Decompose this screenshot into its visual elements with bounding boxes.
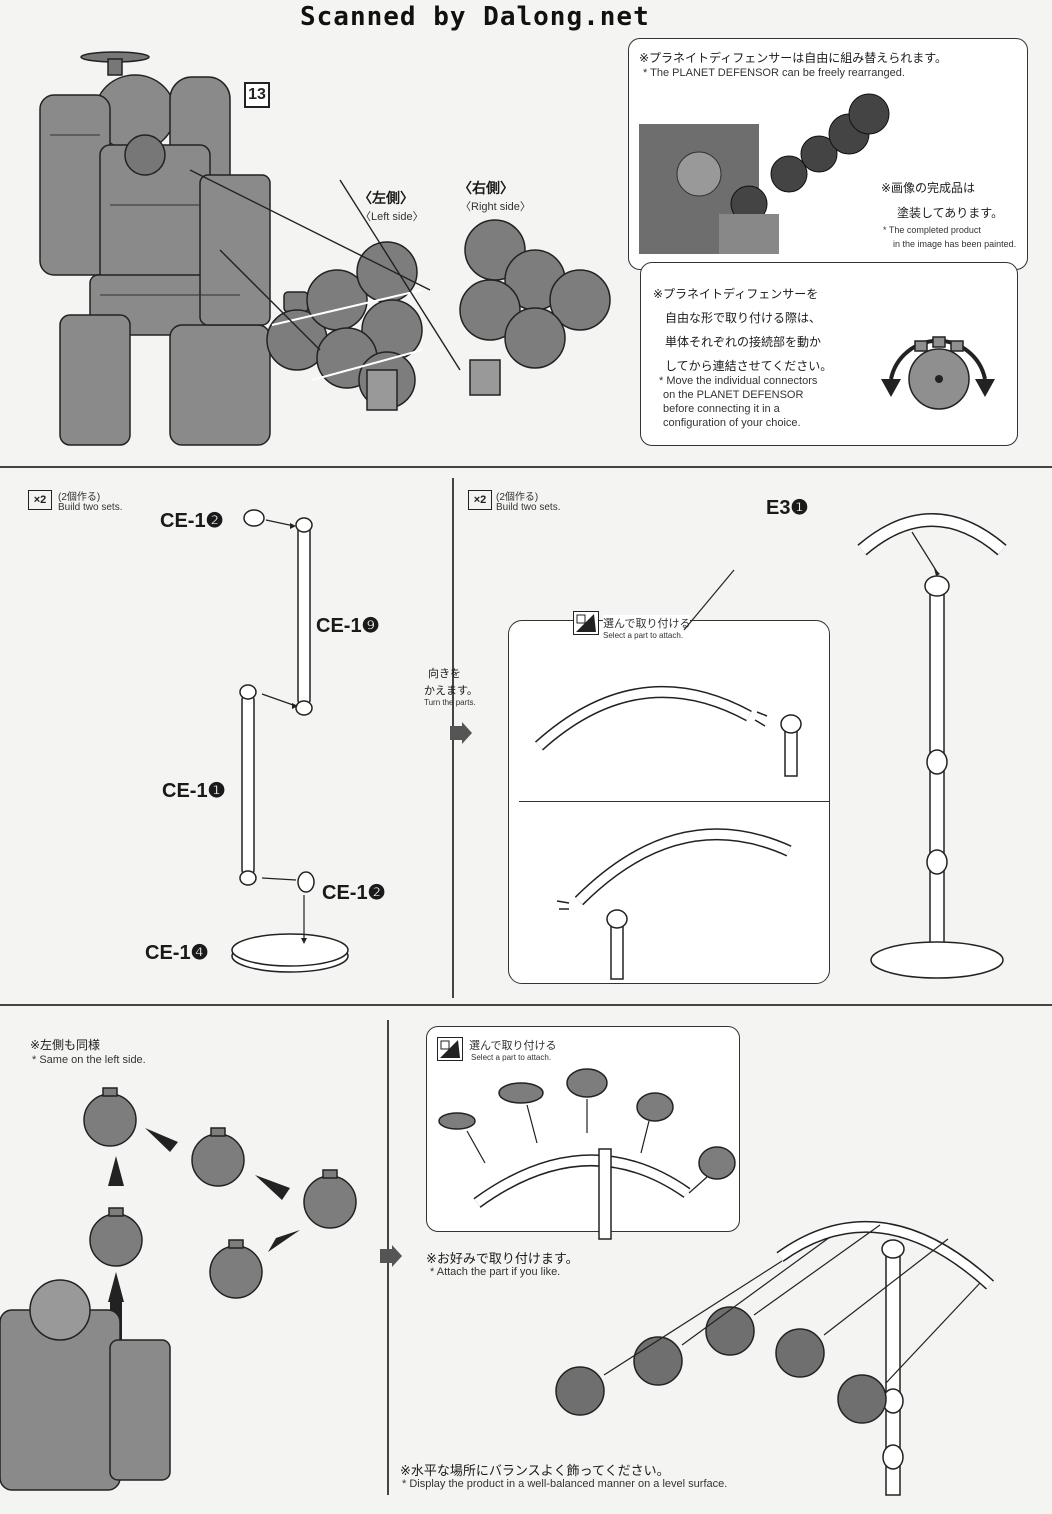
build-two-badge: ×2	[28, 490, 52, 510]
robot-illustration	[39, 51, 271, 446]
defensor-discs-right	[459, 219, 611, 396]
select-part-en: Select a part to attach.	[603, 631, 684, 640]
stand-parts-diagram	[231, 509, 349, 973]
painted-note-jp1: ※画像の完成品は	[881, 181, 976, 195]
select-disc-jp: 選んで取り付ける	[469, 1040, 557, 1052]
right-side-label-jp: 〈右側〉	[458, 181, 514, 197]
build-two-jp-2: (2個作る)	[496, 492, 539, 503]
part-e3-1: E3❶	[766, 497, 809, 519]
section-left-side: ※左側も同様 * Same on the left side.	[0, 1010, 387, 1500]
part-ce1-9: CE-1❾	[316, 615, 380, 637]
turn-arrow-icon	[450, 722, 472, 744]
same-left-en: * Same on the left side.	[32, 1054, 146, 1066]
part-ce1-4: CE-1❹	[145, 942, 209, 964]
connector-note-box: ※プラネイトディフェンサーを 自由な形で取り付ける際は、 単体それぞれの接続部を…	[640, 262, 1018, 446]
part-ce1-2-bottom: CE-1❷	[322, 882, 386, 904]
connector-note-jp3: 単体それぞれの接続部を動か	[665, 335, 822, 349]
connector-note-en2: on the PLANET DEFENSOR	[663, 389, 804, 401]
build-two-badge-2: ×2	[468, 490, 492, 510]
left-side-label-jp: 〈左側〉	[358, 191, 414, 207]
connector-note-en3: before connecting it in a	[663, 403, 780, 415]
rearrange-note-jp: ※プラネイトディフェンサーは自由に組み替えられます。	[639, 51, 948, 65]
rearrange-note-box: ※プラネイトディフェンサーは自由に組み替えられます。 * The PLANET …	[628, 38, 1028, 270]
right-side-label-en: 〈Right side〉	[460, 201, 531, 213]
arch-option-a	[534, 686, 802, 777]
left-side-disc-sequence	[0, 1087, 357, 1491]
painted-note-en2: in the image has been painted.	[893, 239, 1017, 249]
select-disc-box: 選んで取り付ける Select a part to attach.	[426, 1026, 740, 1240]
balance-note-en: * Display the product in a well-balanced…	[402, 1478, 728, 1490]
arch-option-b	[556, 828, 792, 980]
connector-note-jp2: 自由な形で取り付ける際は、	[665, 311, 822, 325]
select-part-jp: 選んで取り付ける	[603, 615, 691, 631]
build-two-jp: (2個作る)	[58, 492, 101, 503]
turn-parts-en: Turn the parts.	[424, 698, 476, 707]
painted-note-en1: * The completed product	[883, 225, 981, 235]
part-ce1-2-top: CE-1❷	[160, 510, 224, 532]
assembled-stand-arch	[857, 513, 1007, 979]
section-stand-assembly: ×2 (2個作る) Build two sets. CE-1❷ CE-1❾ CE…	[0, 470, 452, 1004]
turn-parts-jp2: かえます。	[424, 684, 478, 697]
attach-like-en: * Attach the part if you like.	[430, 1266, 561, 1278]
step-number-badge: 13	[244, 82, 270, 108]
rearrange-note-en: * The PLANET DEFENSOR can be freely rear…	[643, 67, 905, 79]
part-ce1-1: CE-1❶	[162, 780, 226, 802]
connector-note-jp1: ※プラネイトディフェンサーを	[653, 287, 819, 301]
painted-product-photo	[639, 93, 890, 254]
turn-parts-jp1: 向きを	[428, 667, 461, 680]
section-arch-assembly: ×2 (2個作る) Build two sets. E3❶ 選んで取り付ける S…	[454, 470, 1052, 1004]
left-side-label-en: 〈Left side〉	[360, 211, 424, 223]
divider-middle	[0, 1004, 1052, 1006]
select-disc-icon	[437, 1037, 463, 1061]
painted-note-jp2: 塗装してあります。	[897, 206, 1004, 220]
same-left-jp: ※左側も同様	[30, 1038, 101, 1052]
build-two-en: Build two sets.	[58, 502, 123, 513]
divider-top	[0, 466, 1052, 468]
defensor-discs-left	[266, 241, 423, 411]
connector-note-en1: * Move the individual connectors	[659, 375, 818, 387]
section-step-13: 13 〈左側〉 〈Left side〉 〈右側〉 〈Right side〉	[0, 20, 1052, 466]
connector-note-en4: configuration of your choice.	[663, 417, 801, 429]
select-disc-en: Select a part to attach.	[471, 1053, 552, 1062]
select-box-divider	[519, 801, 829, 803]
attach-arrow-icon	[380, 1245, 402, 1267]
balance-note-jp: ※水平な場所にバランスよく飾ってください。	[400, 1464, 670, 1479]
connector-note-jp4: してから連結させてください。	[665, 359, 833, 373]
rotation-connector-diagram	[881, 336, 995, 410]
section-attach-discs: 選んで取り付ける Select a part to attach.	[390, 1010, 1052, 1500]
final-display-diagram	[555, 1220, 995, 1496]
select-part-icon	[573, 611, 599, 635]
disc-options	[438, 1068, 736, 1240]
attach-like-jp: ※お好みで取り付けます。	[426, 1252, 579, 1267]
watermark: Scanned by Dalong.net	[300, 2, 650, 32]
build-two-en-2: Build two sets.	[496, 502, 561, 513]
attach-arrows	[189, 169, 461, 371]
select-part-box: 選んで取り付ける Select a part to attach.	[508, 611, 830, 984]
select-callout-line	[683, 569, 735, 631]
